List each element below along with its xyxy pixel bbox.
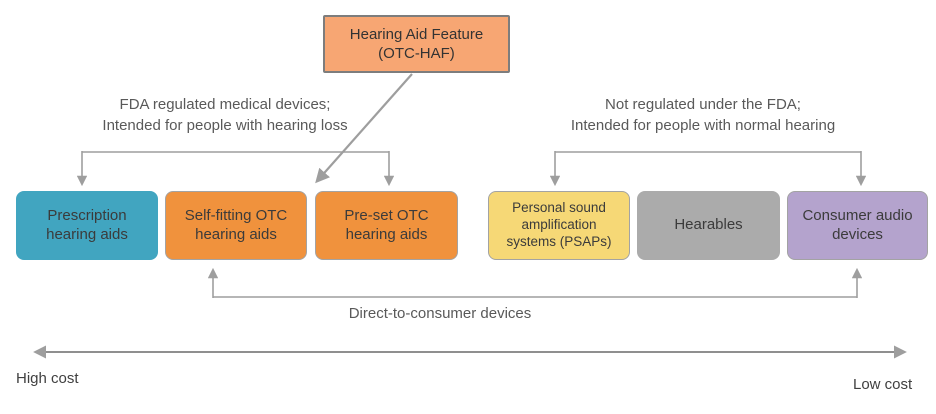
direct-to-consumer-bracket — [207, 267, 863, 298]
box-hearables: Hearables — [637, 191, 780, 260]
not-regulated-note: Not regulated under the FDA; Intended fo… — [570, 96, 836, 134]
fda-regulated-note: FDA regulated medical devices; Intended … — [102, 96, 348, 134]
box-consumer-audio-devices: Consumer audio devices — [787, 191, 928, 260]
high-cost-label: High cost — [16, 370, 79, 387]
box-pre-set-otc-hearing-aids: Pre-set OTC hearing aids — [315, 191, 458, 260]
low-cost-label: Low cost — [853, 376, 913, 393]
direct-to-consumer-label: Direct-to-consumer devices — [348, 305, 532, 322]
box-prescription-hearing-aids: Prescription hearing aids — [16, 191, 158, 260]
box-self-fitting-otc-hearing-aids: Self-fitting OTC hearing aids — [165, 191, 307, 260]
box-psaps: Personal sound amplification systems (PS… — [488, 191, 630, 260]
left-bracket-arrows — [76, 151, 395, 187]
right-bracket-arrows — [549, 151, 867, 187]
otc-haf-box: Hearing Aid Feature (OTC-HAF) — [323, 15, 510, 73]
